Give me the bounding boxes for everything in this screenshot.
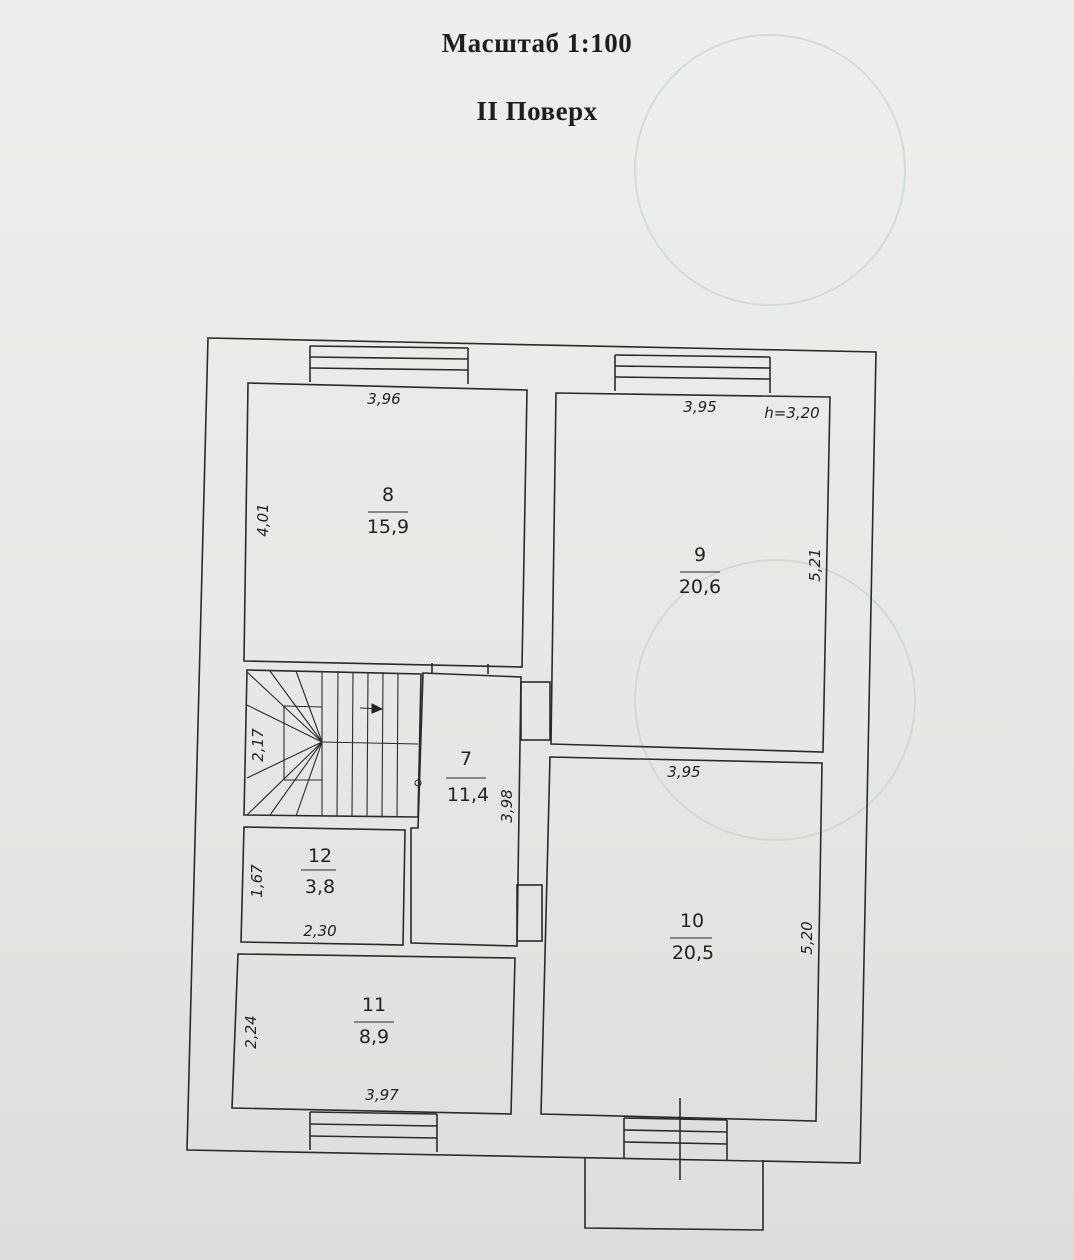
area-fraction-bars xyxy=(301,511,720,1023)
room-11-area: 8,9 xyxy=(359,1026,389,1048)
window-top-right xyxy=(614,354,771,393)
scale-title: Масштаб 1:100 xyxy=(441,28,633,58)
window-top-left xyxy=(309,345,469,384)
room-12-number: 12 xyxy=(308,845,332,867)
room-11-outline xyxy=(231,953,516,1115)
ceiling-height: h=3,20 xyxy=(764,404,819,422)
room-11-width: 3,97 xyxy=(365,1086,399,1104)
room-9-length: 5,21 xyxy=(806,548,824,581)
room-10-number: 10 xyxy=(680,910,704,932)
room-7-length: 3,98 xyxy=(498,789,516,822)
wall-stub xyxy=(520,681,551,741)
room-9-outline xyxy=(550,392,831,753)
room-10-length: 5,20 xyxy=(798,921,816,954)
room-8-length: 4,01 xyxy=(254,503,272,536)
room-7-area: 11,4 xyxy=(447,784,489,806)
room-9-width: 3,95 xyxy=(683,398,716,416)
room-7-number: 7 xyxy=(460,748,472,770)
room-8-number: 8 xyxy=(382,484,394,506)
outer-wall xyxy=(186,337,877,1164)
stair-treads xyxy=(246,670,422,818)
balcony xyxy=(584,1158,764,1231)
faint-stamp-marks xyxy=(634,34,916,841)
floor-title: II Поверх xyxy=(476,96,598,126)
room-10-outline xyxy=(540,756,823,1122)
room-7-outline xyxy=(410,672,522,947)
room-9-area: 20,6 xyxy=(679,576,721,598)
window-bottom-left xyxy=(309,1111,438,1152)
room-8-area: 15,9 xyxy=(367,516,409,538)
room-9-number: 9 xyxy=(694,544,706,566)
room-8-outline xyxy=(243,382,528,668)
room-8-width: 3,96 xyxy=(367,390,400,408)
room-12-height: 1,67 xyxy=(248,864,266,898)
room-12-outline xyxy=(240,826,406,946)
room-12-width: 2,30 xyxy=(303,922,336,940)
room-10-width: 3,95 xyxy=(667,763,700,781)
room-10-area: 20,5 xyxy=(672,942,714,964)
wall-stub xyxy=(516,884,543,942)
room-12-area: 3,8 xyxy=(305,876,335,898)
stairs-dim: 2,17 xyxy=(249,728,267,762)
stairs-outline xyxy=(243,669,422,818)
window-bottom-right xyxy=(623,1098,728,1180)
room-11-number: 11 xyxy=(362,994,386,1016)
room-11-height: 2,24 xyxy=(242,1015,260,1048)
